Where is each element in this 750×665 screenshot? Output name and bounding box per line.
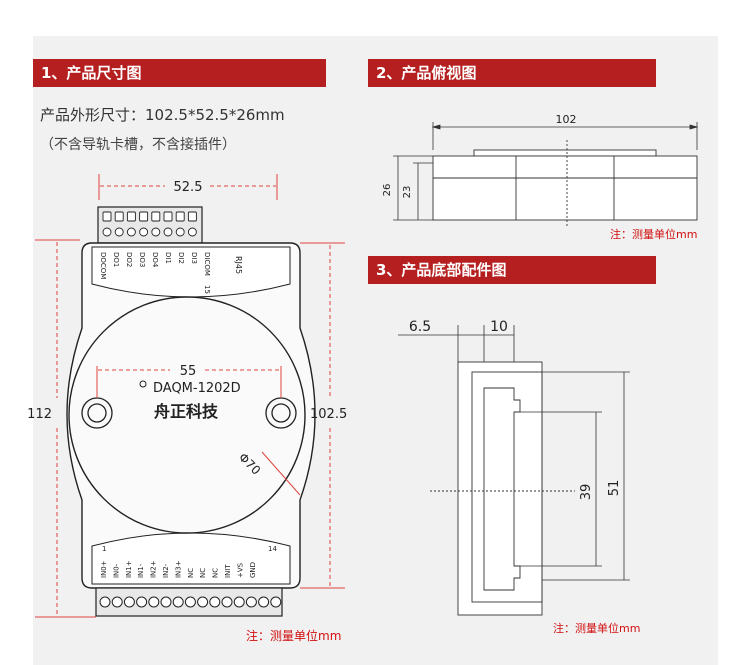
terminal-screw <box>172 596 184 608</box>
terminal-screw <box>245 596 257 608</box>
length-label: 102 <box>556 113 577 126</box>
terminal-screw <box>258 596 270 608</box>
terminal-screw <box>102 227 112 237</box>
width-label: 52.5 <box>174 180 203 195</box>
units-note-top: 注：测量单位mm <box>610 228 698 241</box>
outer-height-dimension <box>35 239 96 618</box>
terminal-screw <box>139 211 149 222</box>
terminal-screw <box>151 211 161 222</box>
bottom-pin-last: 14 <box>268 545 277 553</box>
bottom-pin-label: IN1- <box>137 563 145 578</box>
terminal-screw <box>270 596 282 608</box>
bottom-terminal-block <box>95 587 283 617</box>
top-pin-label: DO4 <box>151 252 159 268</box>
rj45-label: RJ45 <box>234 256 243 274</box>
terminal-screw <box>163 227 173 237</box>
terminal-screw <box>163 211 173 222</box>
inner-height-label: 39 <box>579 484 594 501</box>
terminal-screw <box>123 596 135 608</box>
top-view-body <box>432 140 698 228</box>
top-pin-label: DI1 <box>164 252 172 264</box>
terminal-screw <box>139 227 149 237</box>
width-dimension <box>98 174 278 200</box>
spec-note-line: （不含导轨卡槽，不含接插件） <box>40 137 236 153</box>
body-height-dimension <box>300 242 345 589</box>
outer-height-label-bottom: 51 <box>607 480 622 497</box>
front-circle <box>68 296 306 534</box>
bottom-pin-label: +VS <box>236 562 244 578</box>
terminal-screw <box>126 227 136 237</box>
bottom-view-body <box>430 361 575 616</box>
terminal-screw <box>151 227 161 237</box>
bottom-pin-label: NC <box>187 568 195 578</box>
top-pin-label: DI2 <box>177 252 185 264</box>
terminal-screw <box>126 211 136 222</box>
terminal-screw <box>148 596 160 608</box>
terminal-screw <box>102 211 112 222</box>
top-pin-label: DOCOM <box>99 252 107 279</box>
terminal-screw <box>233 596 245 608</box>
bottom-pin-label: NC <box>212 568 220 578</box>
vertical-dimensions <box>520 371 630 581</box>
length-dimension <box>431 122 699 150</box>
height-body-label: 23 <box>402 186 413 199</box>
bottom-pin-label: IN3+ <box>174 560 182 578</box>
bottom-pin-first: 1 <box>102 545 106 553</box>
spec-size-line: 产品外形尺寸：102.5*52.5*26mm <box>40 106 285 124</box>
terminal-screw <box>114 211 124 222</box>
top-pin-label: DO3 <box>138 252 146 267</box>
terminal-screw <box>184 596 196 608</box>
bottom-pin-label: NC <box>199 568 207 578</box>
height-total-label: 26 <box>382 184 393 197</box>
bottom-pin-labels: IN0+ IN0- IN1+ IN1- IN2+ IN2- IN3+ NC NC NC INIT +V… <box>100 560 257 578</box>
status-led <box>139 380 147 388</box>
outer-height-label: 112 <box>27 407 52 422</box>
terminal-screw <box>175 227 185 237</box>
terminal-screw <box>197 596 209 608</box>
top-pin-label: DICOM <box>203 252 211 276</box>
terminal-screw <box>175 211 185 222</box>
terminal-screw <box>187 211 197 222</box>
rail-width-label: 10 <box>490 319 508 335</box>
units-note-bottom: 注：测量单位mm <box>553 622 641 635</box>
hole-spacing-label: 55 <box>180 364 197 379</box>
terminal-screw <box>160 596 172 608</box>
section-header-dimensions: 1、产品尺寸图 <box>33 59 326 87</box>
bottom-pin-label: IN2- <box>162 563 170 578</box>
section-header-bottom-parts: 3、产品底部配件图 <box>368 256 656 284</box>
bottom-pin-label: GND <box>249 562 257 578</box>
diameter-leader <box>261 451 301 496</box>
mounting-hole-right <box>265 397 297 429</box>
bottom-pin-label: IN1+ <box>125 560 133 578</box>
top-pin-label: DO1 <box>112 252 120 267</box>
terminal-screw <box>99 596 111 608</box>
height-dimensions <box>393 155 433 221</box>
terminal-screw <box>221 596 233 608</box>
terminal-screw <box>209 596 221 608</box>
bottom-pin-label: INIT <box>224 564 232 578</box>
terminal-screw <box>187 227 197 237</box>
units-note-front: 注：测量单位mm <box>246 629 342 643</box>
top-pin-number: 15 <box>203 285 211 294</box>
terminal-screw <box>136 596 148 608</box>
brand-label: 舟正科技 <box>154 402 219 421</box>
section-header-top-view: 2、产品俯视图 <box>368 59 656 87</box>
top-pin-label: DO2 <box>125 252 133 267</box>
top-pin-labels: DOCOM DO1 DO2 DO3 DO4 DI1 DI2 DI3 DICOM <box>99 252 211 279</box>
model-label: DAQM-1202D <box>153 381 241 396</box>
terminal-screw <box>111 596 123 608</box>
terminal-screw <box>114 227 124 237</box>
bottom-pin-label: IN0- <box>112 563 120 578</box>
offset-label: 6.5 <box>409 319 431 335</box>
body-height-label: 102.5 <box>310 407 347 422</box>
top-pin-label: DI3 <box>190 252 198 264</box>
bottom-pin-label: IN0+ <box>100 560 108 578</box>
hole-spacing-dimension <box>96 366 282 398</box>
bottom-pin-label: IN2+ <box>150 560 158 578</box>
